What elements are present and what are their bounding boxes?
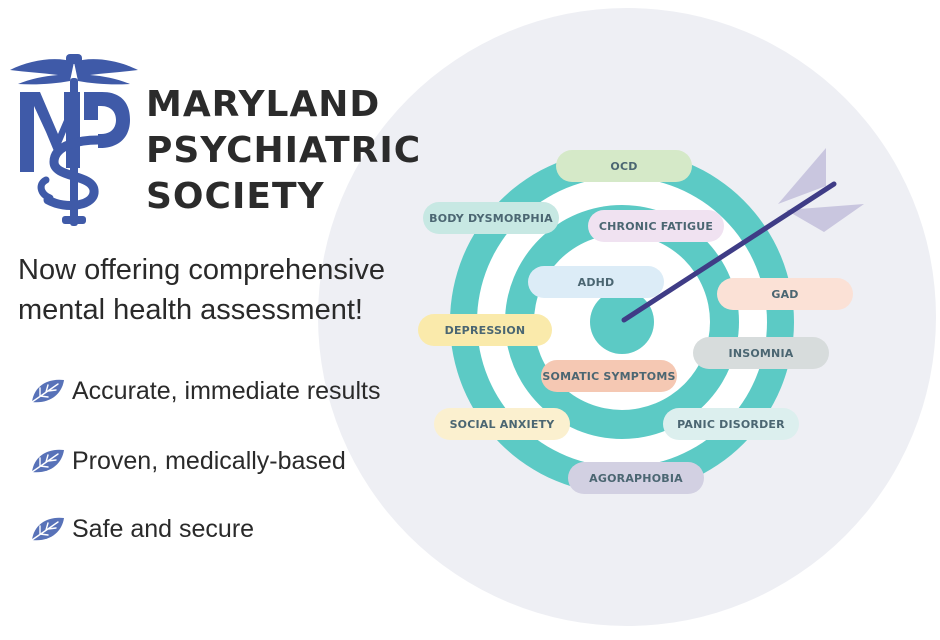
headline-line: Now offering comprehensive bbox=[18, 254, 385, 286]
condition-label: INSOMNIA bbox=[693, 337, 829, 369]
caduceus-logo-icon bbox=[10, 54, 138, 226]
condition-text: BODY DYSMORPHIA bbox=[429, 211, 553, 225]
condition-label: CHRONIC FATIGUE bbox=[588, 210, 724, 242]
condition-label: ADHD bbox=[528, 266, 664, 298]
logo-line: MARYLAND bbox=[146, 84, 381, 125]
headline: Now offering comprehensive mental health… bbox=[18, 250, 438, 330]
condition-text: CHRONIC FATIGUE bbox=[598, 219, 714, 233]
feature-item: Safe and secure bbox=[28, 512, 254, 546]
condition-label: PANIC DISORDER bbox=[663, 408, 799, 440]
feature-text: Proven, medically-based bbox=[72, 446, 346, 475]
feature-item: Proven, medically-based bbox=[28, 444, 346, 478]
condition-label: BODY DYSMORPHIA bbox=[423, 202, 559, 234]
feature-text: Accurate, immediate results bbox=[72, 376, 381, 405]
condition-label: SOCIAL ANXIETY bbox=[434, 408, 570, 440]
logo-line: SOCIETY bbox=[146, 176, 325, 217]
condition-text: AGORAPHOBIA bbox=[589, 471, 683, 485]
condition-text: PANIC DISORDER bbox=[677, 417, 785, 431]
logo-line: PSYCHIATRIC bbox=[146, 130, 422, 171]
headline-line: mental health assessment! bbox=[18, 294, 363, 326]
condition-text: SOMATIC SYMPTOMS bbox=[542, 369, 676, 383]
feature-text: Safe and secure bbox=[72, 514, 255, 543]
condition-label: AGORAPHOBIA bbox=[568, 462, 704, 494]
leaf-icon bbox=[31, 449, 64, 473]
condition-text: DEPRESSION bbox=[444, 323, 526, 337]
condition-text: INSOMNIA bbox=[728, 346, 794, 360]
arrow-icon bbox=[621, 148, 864, 323]
feature-item: Accurate, immediate results bbox=[28, 374, 380, 408]
condition-label: SOMATIC SYMPTOMS bbox=[541, 360, 677, 392]
condition-label: DEPRESSION bbox=[418, 314, 552, 346]
organization-name: MARYLAND PSYCHIATRIC SOCIETY bbox=[146, 82, 421, 220]
condition-label: GAD bbox=[717, 278, 853, 310]
condition-text: GAD bbox=[771, 287, 799, 301]
leaf-icon bbox=[31, 379, 64, 403]
leaf-icon bbox=[31, 517, 64, 541]
condition-text: ADHD bbox=[577, 275, 615, 289]
condition-text: SOCIAL ANXIETY bbox=[449, 417, 555, 431]
condition-text: OCD bbox=[610, 159, 638, 173]
condition-label: OCD bbox=[556, 150, 692, 182]
